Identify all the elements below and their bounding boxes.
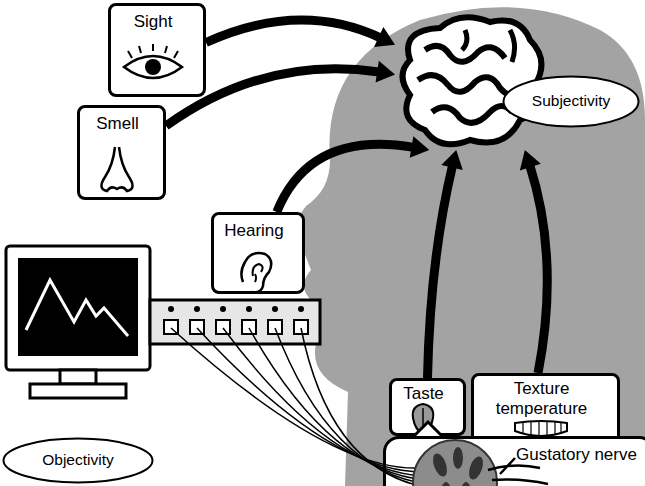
node-label: Objectivity (2, 451, 154, 469)
node-label: Smell (80, 114, 155, 134)
sense-box: Gustatory nerve (383, 436, 645, 486)
sense-arrow (277, 136, 430, 212)
sense-arrow (206, 20, 395, 47)
sensor-wires (171, 328, 430, 486)
node-label: Hearing (214, 221, 294, 241)
node-label: Texture temperature (474, 379, 609, 418)
sense-arrow (428, 150, 463, 378)
sense-box: Sight (108, 3, 206, 97)
taste-bud (413, 440, 548, 486)
node-label: Sight (111, 12, 195, 32)
node-label: Gustatory nerve (516, 445, 637, 465)
brain-region: Subjectivity (395, 15, 640, 150)
computer-monitor (6, 246, 150, 398)
sense-box: Hearing (211, 212, 305, 294)
node-label: Taste (392, 384, 455, 404)
sense-box: Smell (77, 105, 166, 200)
brain (403, 17, 542, 144)
node-label: Subjectivity (502, 92, 640, 110)
measuring-device (150, 300, 320, 344)
sense-box: Taste (389, 378, 466, 436)
sense-arrow (520, 150, 547, 373)
ellipse-label: Objectivity (2, 437, 154, 484)
head-silhouette (296, 7, 645, 486)
callout-pointer (414, 422, 442, 436)
